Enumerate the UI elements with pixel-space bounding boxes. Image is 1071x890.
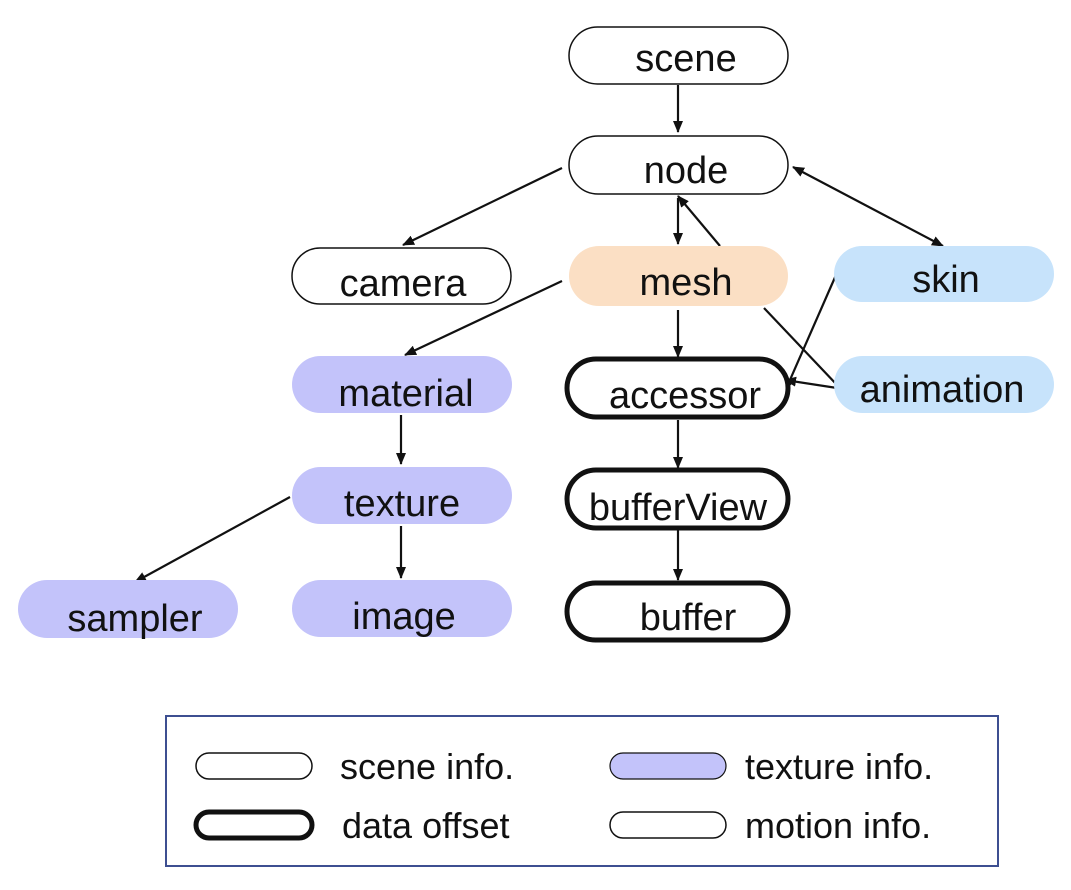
edge-node-skin (792, 166, 944, 247)
edge-animation-accessor (784, 376, 838, 390)
node-material-label: material (338, 373, 473, 415)
node-node: node (568, 135, 789, 195)
node-image-label: image (352, 596, 456, 638)
node-animation-label: animation (860, 369, 1025, 411)
legend-label-texture-info: texture info. (745, 746, 933, 787)
edge-skin-accessor (784, 274, 838, 390)
edge-mesh-material (404, 280, 563, 356)
node-material: material (292, 356, 512, 415)
node-bufferview: bufferView (564, 467, 791, 531)
edge-mesh-animation-link (763, 307, 839, 387)
node-node-label: node (644, 150, 729, 192)
node-bufferview-label: bufferView (589, 487, 768, 529)
legend-item-motion-info: motion info. (609, 805, 931, 846)
legend-swatch-data-offset (193, 809, 315, 841)
node-accessor: accessor (564, 356, 791, 420)
legend-swatch-motion-info (609, 811, 727, 839)
legend: scene info. texture info. data offset mo… (165, 715, 999, 867)
node-texture-label: texture (344, 483, 460, 525)
node-scene: scene (568, 26, 789, 85)
node-mesh-label: mesh (640, 262, 733, 304)
node-sampler-label: sampler (67, 598, 202, 640)
node-image: image (292, 580, 512, 638)
edge-mesh-node (677, 195, 721, 247)
node-skin: skin (834, 246, 1054, 302)
edge-texture-sampler (134, 496, 291, 583)
legend-item-scene-info: scene info. (195, 746, 514, 787)
legend-item-data-offset: data offset (193, 805, 509, 846)
legend-label-data-offset: data offset (342, 805, 509, 846)
node-camera: camera (291, 247, 512, 305)
edges (134, 85, 944, 583)
legend-swatch-texture-info (609, 752, 727, 780)
node-animation: animation (834, 356, 1054, 413)
legend-label-scene-info: scene info. (340, 746, 514, 787)
node-accessor-label: accessor (609, 375, 761, 417)
legend-item-texture-info: texture info. (609, 746, 933, 787)
legend-swatch-scene-info (195, 752, 313, 780)
edge-node-camera (402, 167, 563, 246)
node-texture: texture (292, 467, 512, 525)
node-buffer-label: buffer (640, 597, 737, 639)
legend-box (165, 715, 999, 867)
legend-label-motion-info: motion info. (745, 805, 931, 846)
node-buffer: buffer (564, 580, 791, 643)
node-mesh: mesh (569, 246, 788, 306)
node-skin-label: skin (912, 259, 980, 301)
node-camera-label: camera (340, 263, 468, 305)
node-sampler: sampler (18, 580, 238, 640)
node-scene-label: scene (635, 38, 736, 80)
